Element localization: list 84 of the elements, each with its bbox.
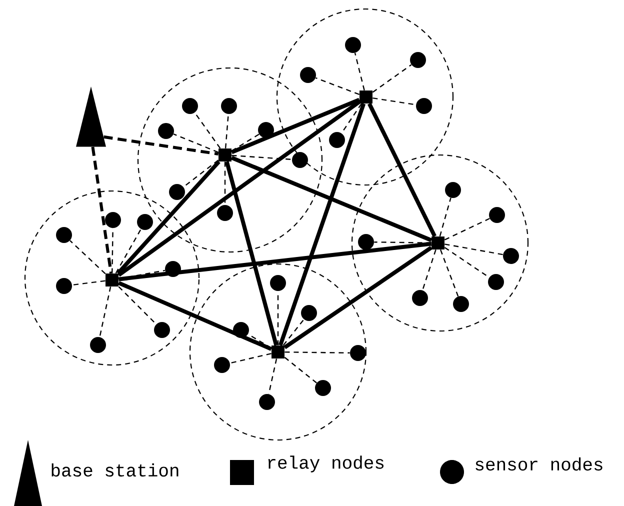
sensor-node <box>182 98 198 114</box>
relay-link <box>118 100 360 277</box>
sensor-node <box>90 337 106 353</box>
sensor-node <box>315 380 331 396</box>
dashed-link <box>422 250 436 290</box>
relay-link <box>368 102 436 238</box>
dashed-link <box>284 351 350 354</box>
legend-label: relay nodes <box>268 456 384 472</box>
dashed-link <box>230 352 272 364</box>
relay-link <box>230 156 432 242</box>
dashed-link <box>99 286 112 338</box>
relay-node <box>218 148 232 162</box>
dashed-link <box>112 228 114 274</box>
dashed-link <box>91 146 113 274</box>
relay-link <box>284 246 432 350</box>
sensor-node <box>453 296 469 312</box>
relay-link <box>118 281 272 351</box>
dashed-link <box>224 162 226 205</box>
sensor-node <box>445 182 461 198</box>
dashed-link <box>118 286 157 325</box>
relay-link <box>224 161 278 346</box>
dashed-link <box>72 280 106 286</box>
sensor-node <box>137 214 153 230</box>
dashed-link <box>173 134 219 153</box>
relay-node <box>272 346 284 358</box>
dashed-link <box>444 244 504 256</box>
dashed-link <box>439 198 452 236</box>
dashed-link <box>115 228 142 274</box>
sensor-node <box>345 37 361 53</box>
dashed-link <box>70 240 106 274</box>
sensor-node <box>488 274 504 290</box>
dashed-link <box>372 97 416 106</box>
sensor-node <box>270 275 286 291</box>
sensor-node <box>489 207 505 223</box>
sensor-node <box>165 261 181 277</box>
relay-link <box>118 242 432 282</box>
sensor-node <box>503 248 519 264</box>
sensor-node <box>233 322 249 338</box>
sensor-node <box>169 184 185 200</box>
dashed-link <box>284 356 317 384</box>
dashed-link <box>315 77 360 96</box>
relay-node <box>432 236 444 250</box>
dashed-link <box>118 270 166 280</box>
dashed-link <box>194 112 221 149</box>
dashed-link <box>374 242 432 244</box>
dashed-link <box>104 135 219 156</box>
dashed-link <box>224 114 229 148</box>
sensor-node <box>158 123 174 139</box>
sensor-node <box>56 278 72 294</box>
sensor-node <box>217 205 233 221</box>
sensor-node <box>358 234 374 250</box>
sensor-node <box>350 345 366 361</box>
relay-link <box>278 103 366 346</box>
dashed-link <box>440 249 459 297</box>
sensor-node <box>300 67 316 83</box>
sensor-node <box>105 212 121 228</box>
sensor-node <box>410 52 426 68</box>
sensor-node <box>258 122 274 138</box>
legend-label: base station <box>52 463 178 477</box>
sensor-node <box>56 227 72 243</box>
relay-node <box>360 90 372 104</box>
base-station-triangle <box>76 86 106 147</box>
dashed-link <box>183 160 219 188</box>
legend-label: sensor nodes <box>476 457 602 471</box>
relay-link <box>230 98 360 154</box>
sensor-node <box>221 98 237 114</box>
sensor-node <box>259 394 275 410</box>
dashed-link <box>277 291 279 346</box>
dashed-link <box>268 358 278 394</box>
dashed-link <box>444 218 490 240</box>
dashed-link <box>232 154 292 160</box>
sensor-node <box>154 322 170 338</box>
relay-link <box>116 160 220 275</box>
dashed-link <box>282 319 304 346</box>
sensor-node <box>416 98 432 114</box>
dashed-link <box>231 134 260 152</box>
sensor-node <box>301 305 317 321</box>
relay-node <box>106 274 118 286</box>
sensor-node <box>412 290 428 306</box>
sensor-node <box>214 357 230 373</box>
dashed-link <box>354 52 365 90</box>
sensor-node <box>329 132 345 148</box>
dashed-link <box>372 64 412 93</box>
sensor-node <box>292 152 308 168</box>
